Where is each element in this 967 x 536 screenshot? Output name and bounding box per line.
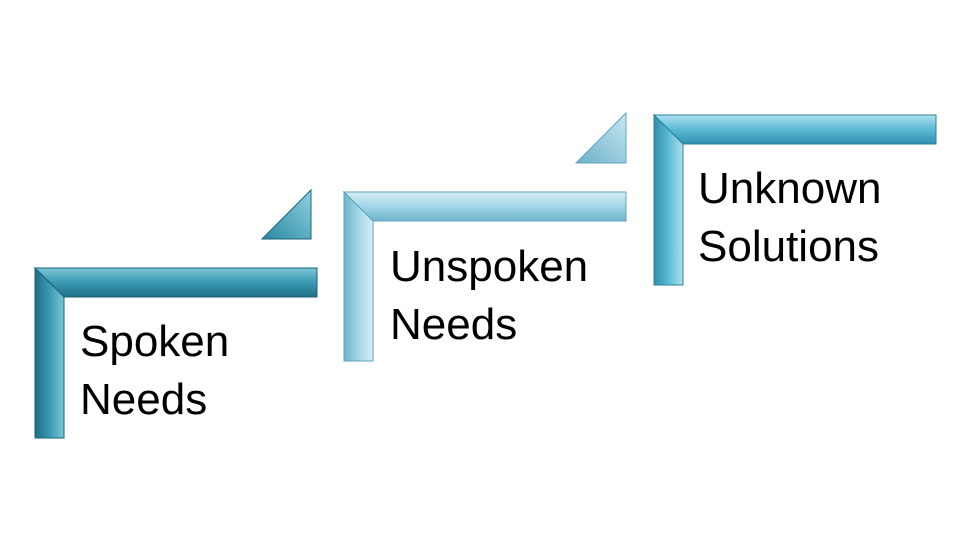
step-1-bracket-left <box>34 266 65 439</box>
step-1-shape <box>33 188 318 439</box>
step-1-label-line2: Needs <box>80 375 208 424</box>
step-2-label-line2: Needs <box>390 300 518 349</box>
step-1-arrow-triangle <box>260 188 312 240</box>
step-2-shape <box>342 111 627 362</box>
step-3-label: Unknown Solutions <box>698 160 881 276</box>
step-3-label-line1: Unknown <box>698 164 882 213</box>
step-2-bracket-top <box>342 191 627 222</box>
step-3-label-line2: Solutions <box>698 222 880 271</box>
step-1-label-line1: Spoken <box>80 317 230 366</box>
step-2-label-line1: Unspoken <box>390 242 589 291</box>
step-2-arrow-triangle <box>574 111 627 164</box>
step-3-shape <box>652 113 937 286</box>
step-2-bracket-left <box>343 190 374 362</box>
step-3-bracket-left <box>653 113 684 286</box>
step-1-bracket-top <box>33 267 318 298</box>
step-2-label: Unspoken Needs <box>390 238 588 354</box>
step-1-label: Spoken Needs <box>80 313 229 429</box>
step-3-bracket-top <box>652 114 937 145</box>
